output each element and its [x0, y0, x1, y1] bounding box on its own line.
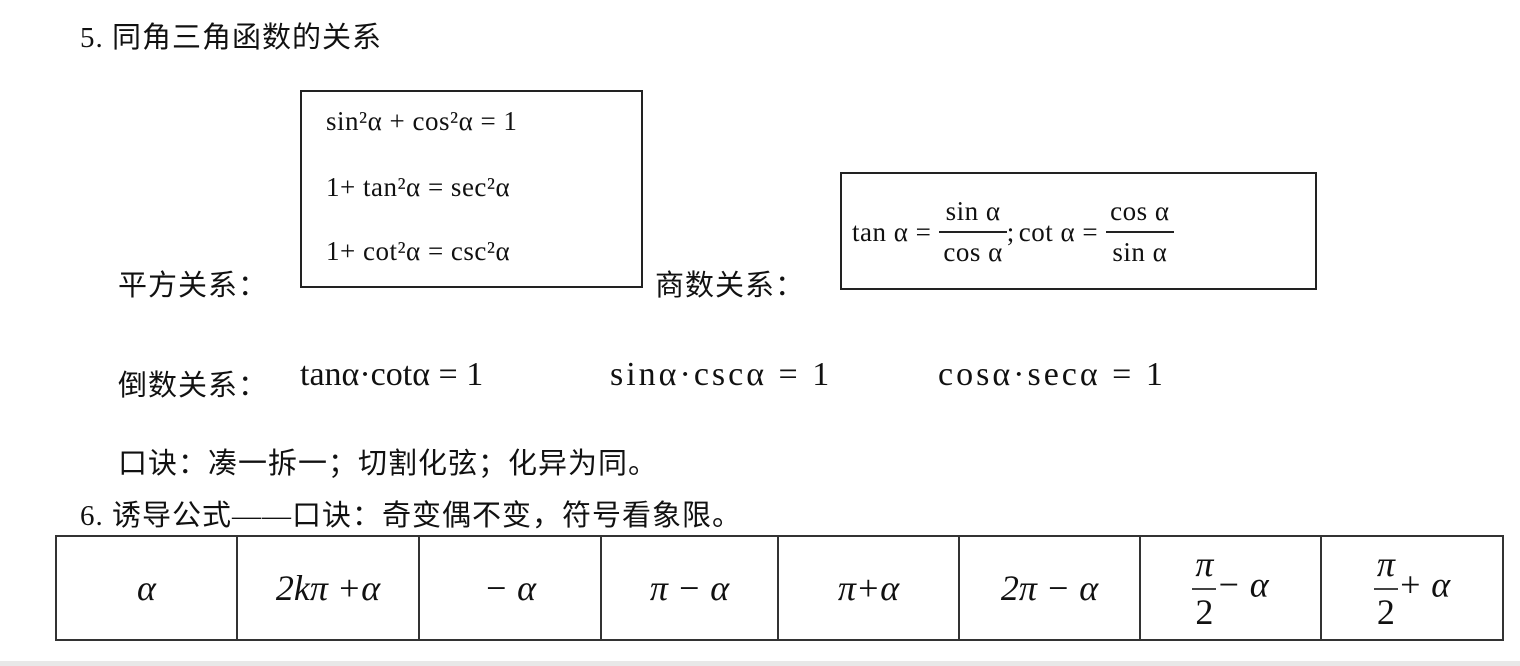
- separator: ;: [1006, 216, 1015, 247]
- section-5-title: 5. 同角三角函数的关系: [80, 22, 383, 54]
- page-bottom-divider: [0, 661, 1520, 666]
- section-6-title: 6. 诱导公式——口诀：奇变偶不变，符号看象限。: [80, 500, 743, 532]
- quotient-formula: tan α = sin α cos α ; cot α = cos α sin …: [852, 188, 1174, 276]
- tan-lhs: tan α =: [852, 216, 932, 247]
- square-identities-box: sin²α + cos²α = 1 1+ tan²α = sec²α 1+ co…: [300, 90, 643, 288]
- reciprocal-relation-label: 倒数关系：: [118, 370, 269, 402]
- half-pi-fraction: π 2: [1192, 546, 1217, 630]
- reciprocal-sin-csc: sinα·cscα = 1: [610, 356, 833, 393]
- quotient-identities-box: tan α = sin α cos α ; cot α = cos α sin …: [840, 172, 1317, 290]
- tan-numerator: sin α: [939, 196, 1007, 233]
- mnemonic-text: 口诀：凑一拆一；切割化弦；化异为同。: [118, 448, 659, 480]
- table-cell-pi-plus-alpha: π+α: [777, 535, 960, 641]
- identity-cot-csc: 1+ cot²α = csc²α: [326, 236, 511, 266]
- table-cell-half-pi-minus-alpha: π 2 − α: [1139, 535, 1322, 641]
- square-relation-label: 平方关系：: [118, 270, 269, 302]
- tan-fraction: sin α cos α: [939, 196, 1007, 268]
- cot-numerator: cos α: [1106, 196, 1174, 233]
- cot-fraction: cos α sin α: [1106, 196, 1174, 268]
- reciprocal-tan-cot: tanα·cotα = 1: [300, 356, 484, 393]
- identity-tan-sec: 1+ tan²α = sec²α: [326, 172, 511, 202]
- table-cell-2pi-minus-alpha: 2π − α: [958, 535, 1141, 641]
- table-row: α 2kπ +α − α π − α π+α 2π − α π 2 − α π …: [55, 535, 1504, 641]
- quotient-relation-label: 商数关系：: [655, 270, 806, 302]
- induction-formula-table: α 2kπ +α − α π − α π+α 2π − α π 2 − α π …: [55, 535, 1504, 641]
- half-pi-fraction: π 2: [1373, 546, 1398, 630]
- table-cell-half-pi-plus-alpha: π 2 + α: [1320, 535, 1504, 641]
- table-cell-2kpi-plus-alpha: 2kπ +α: [236, 535, 420, 641]
- cot-lhs: cot α =: [1018, 216, 1099, 247]
- cot-denominator: sin α: [1112, 237, 1168, 267]
- table-cell-pi-minus-alpha: π − α: [600, 535, 779, 641]
- table-cell-minus-alpha: − α: [418, 535, 602, 641]
- identity-sin-cos: sin²α + cos²α = 1: [326, 106, 518, 136]
- tan-denominator: cos α: [943, 237, 1003, 267]
- table-cell-alpha: α: [55, 535, 238, 641]
- reciprocal-cos-sec: cosα·secα = 1: [938, 356, 1166, 393]
